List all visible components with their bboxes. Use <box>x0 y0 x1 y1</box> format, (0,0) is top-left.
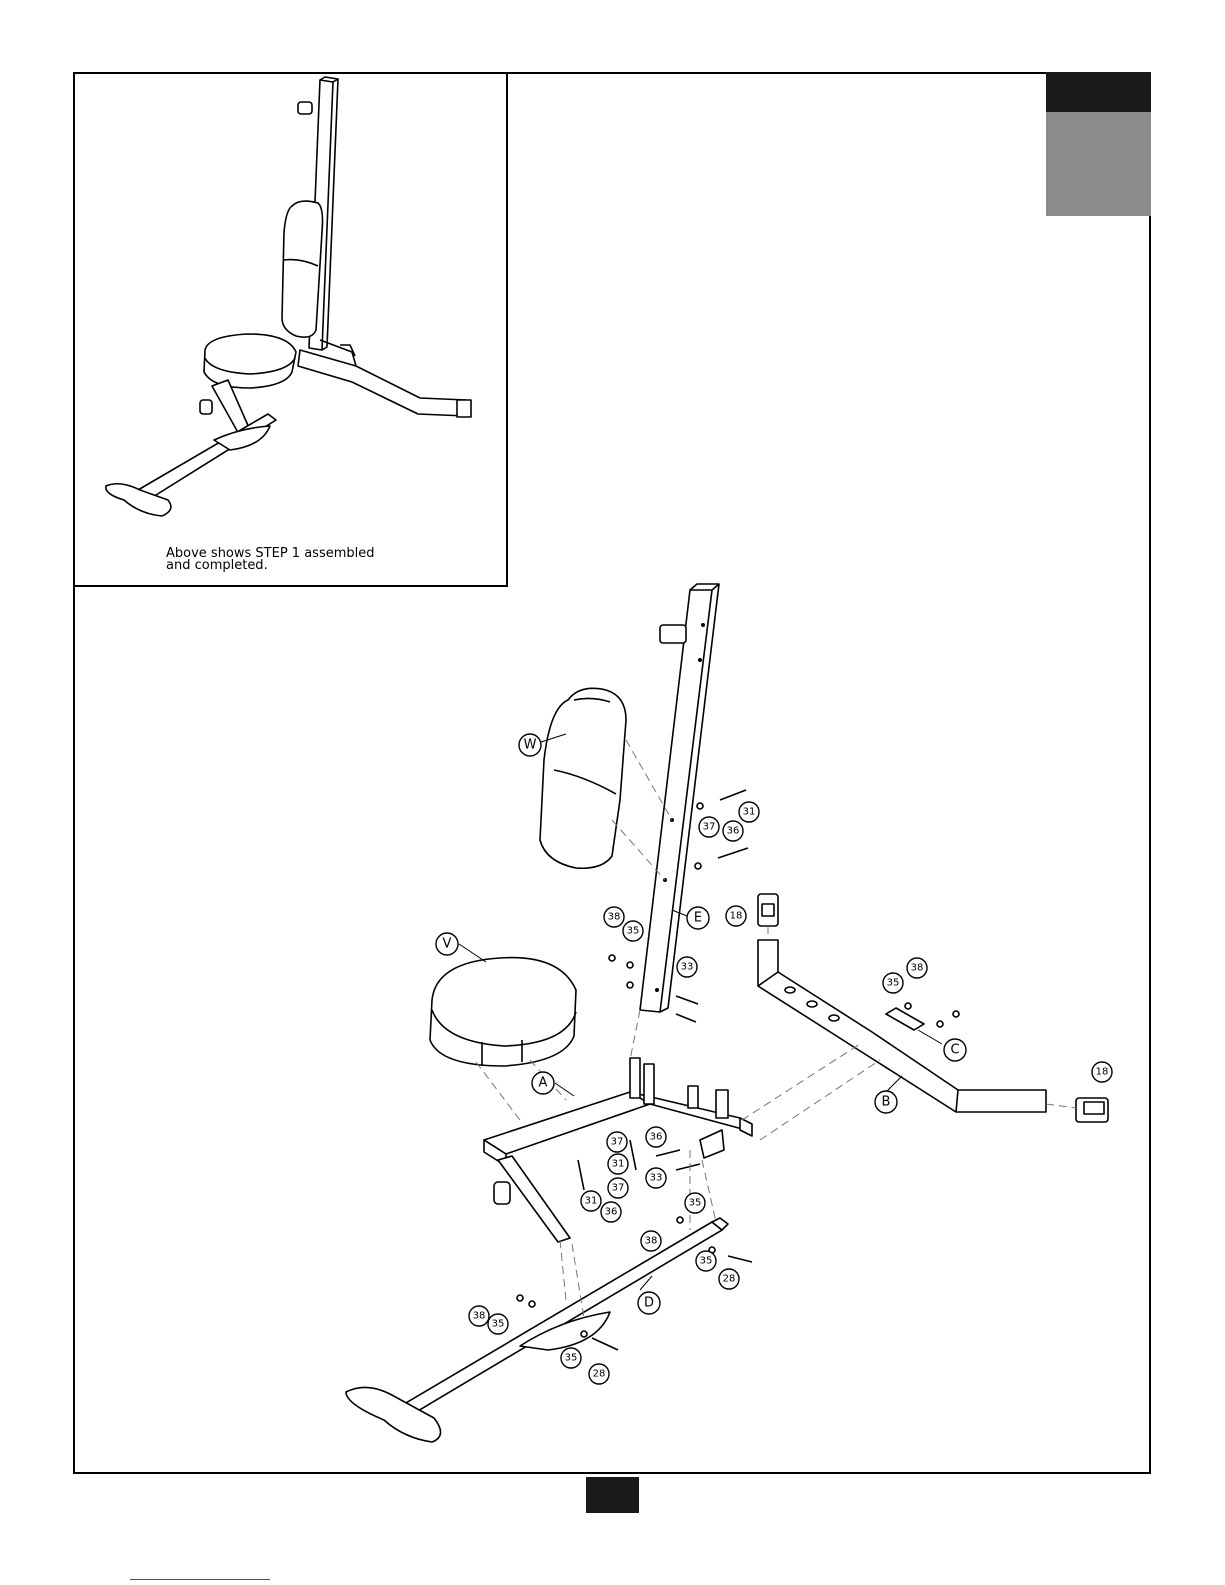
callout-a: A <box>532 1072 554 1094</box>
svg-text:37: 37 <box>611 1137 624 1148</box>
svg-text:38: 38 <box>911 963 924 974</box>
svg-text:D: D <box>644 1296 654 1311</box>
svg-text:35: 35 <box>627 926 640 937</box>
svg-text:31: 31 <box>585 1196 598 1207</box>
callout-18-right: 18 <box>1092 1062 1112 1082</box>
callout-c: C <box>944 1039 966 1061</box>
mounting-plate-c <box>886 1008 924 1030</box>
svg-text:38: 38 <box>473 1311 486 1322</box>
callout-35-right: 35 <box>883 973 903 993</box>
callout-b: B <box>875 1091 897 1113</box>
front-base-d <box>346 1218 728 1442</box>
svg-text:V: V <box>443 937 452 952</box>
svg-text:18: 18 <box>1096 1067 1109 1078</box>
svg-text:35: 35 <box>700 1256 713 1267</box>
callout-36-mid: 36 <box>646 1127 666 1147</box>
callout-31-lower: 31 <box>581 1191 601 1211</box>
svg-text:W: W <box>524 738 537 753</box>
callout-35-d-bottom: 35 <box>561 1348 581 1368</box>
svg-text:35: 35 <box>492 1319 505 1330</box>
svg-text:36: 36 <box>650 1132 663 1143</box>
callout-28-d-bottom: 28 <box>589 1364 609 1384</box>
upright-frame-e <box>640 584 719 1012</box>
svg-text:38: 38 <box>608 912 621 923</box>
callout-18-top: 18 <box>726 906 746 926</box>
svg-text:28: 28 <box>593 1369 606 1380</box>
callout-37-mid: 37 <box>607 1132 627 1152</box>
callout-36-top: 36 <box>723 821 743 841</box>
callout-31-top: 31 <box>739 802 759 822</box>
callout-28-d-right: 28 <box>719 1269 739 1289</box>
svg-text:E: E <box>694 911 702 926</box>
callout-38-d-left: 38 <box>469 1306 489 1326</box>
callout-35-upper: 35 <box>623 921 643 941</box>
svg-text:31: 31 <box>743 807 756 818</box>
svg-text:28: 28 <box>723 1274 736 1285</box>
svg-text:37: 37 <box>612 1183 625 1194</box>
callout-v: V <box>436 933 458 955</box>
svg-text:33: 33 <box>681 962 694 973</box>
callout-37-top: 37 <box>699 817 719 837</box>
callout-38-upper: 38 <box>604 907 624 927</box>
callout-w: W <box>519 734 541 756</box>
callout-35-d-right: 35 <box>696 1251 716 1271</box>
callout-38-right: 38 <box>907 958 927 978</box>
svg-text:35: 35 <box>689 1198 702 1209</box>
backrest-w <box>540 688 626 868</box>
callout-37-lower: 37 <box>608 1178 628 1198</box>
svg-text:35: 35 <box>565 1353 578 1364</box>
svg-text:35: 35 <box>887 978 900 989</box>
svg-text:31: 31 <box>612 1159 625 1170</box>
svg-text:C: C <box>950 1043 959 1058</box>
svg-text:33: 33 <box>650 1173 663 1184</box>
svg-text:18: 18 <box>730 911 743 922</box>
seat-v <box>430 958 576 1066</box>
callout-e: E <box>687 907 709 929</box>
callout-35-d-top: 35 <box>685 1193 705 1213</box>
callout-d: D <box>638 1292 660 1314</box>
callout-33-mid: 33 <box>646 1168 666 1188</box>
svg-text:36: 36 <box>605 1207 618 1218</box>
svg-text:37: 37 <box>703 822 716 833</box>
callout-38-d-top: 38 <box>641 1231 661 1251</box>
callout-31-mid: 31 <box>608 1154 628 1174</box>
inset-assembled-bench <box>106 77 471 516</box>
rear-leg-b <box>758 940 1046 1112</box>
svg-text:36: 36 <box>727 826 740 837</box>
callout-35-d-left: 35 <box>488 1314 508 1334</box>
callout-36-lower: 36 <box>601 1202 621 1222</box>
end-cap-18-top <box>758 894 778 926</box>
end-cap-18-right <box>1076 1098 1108 1122</box>
callout-33-upper: 33 <box>677 957 697 977</box>
svg-text:A: A <box>539 1076 548 1091</box>
svg-text:B: B <box>882 1095 891 1110</box>
svg-text:38: 38 <box>645 1236 658 1247</box>
